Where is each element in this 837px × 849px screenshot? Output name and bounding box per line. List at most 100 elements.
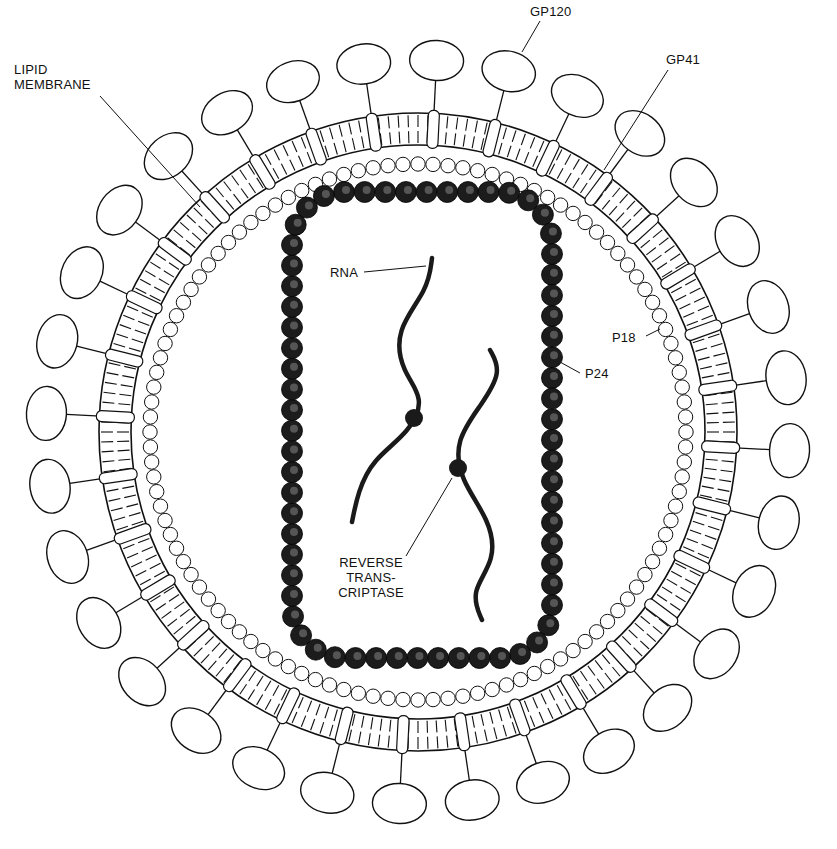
- lipid-tail: [194, 648, 202, 656]
- p18-bead: [672, 365, 686, 379]
- p18-bead: [192, 580, 206, 594]
- gp120-knob: [163, 698, 230, 762]
- lipid-tail: [212, 643, 220, 652]
- p18-bead: [675, 380, 689, 394]
- lipid-tail: [634, 648, 642, 656]
- gp41-bar: [659, 262, 697, 291]
- lipid-tail: [156, 254, 166, 261]
- p18-bead: [337, 682, 351, 696]
- lipid-tail: [548, 708, 553, 719]
- lipid-tail: [490, 712, 493, 724]
- spike-stem: [434, 80, 436, 114]
- p18-bead: [322, 678, 336, 692]
- p24-bead-shade: [290, 487, 298, 495]
- p18-bead: [158, 513, 172, 527]
- lipid-tail: [265, 681, 271, 691]
- lipid-tail: [530, 137, 534, 148]
- p24-bead-shade: [550, 351, 558, 359]
- lipid-tail: [696, 513, 708, 516]
- p24-bead-shade: [290, 321, 298, 329]
- p24-bead: [386, 648, 407, 669]
- lipid-tail: [533, 156, 538, 167]
- lipid-tail: [662, 587, 672, 593]
- lipid-tail: [111, 508, 123, 511]
- gp120-knob: [40, 525, 96, 589]
- gp120-knob: [87, 177, 151, 244]
- p24-bead: [542, 491, 563, 512]
- lipid-tail: [301, 716, 305, 727]
- lipid-tail: [436, 720, 438, 732]
- p24-bead-shade: [290, 260, 298, 268]
- gp120-knob: [606, 101, 673, 165]
- spike-stem: [267, 719, 282, 750]
- gp41-bar: [698, 380, 737, 396]
- p24-bead-shade: [299, 629, 307, 637]
- p18-bead: [411, 693, 425, 707]
- p24-bead: [282, 503, 303, 524]
- p18-bead: [366, 161, 380, 175]
- p24-bead-shade: [457, 652, 465, 660]
- lipid-tail: [117, 431, 129, 432]
- gp120-knob: [706, 208, 768, 275]
- p24-bead: [542, 574, 563, 595]
- p24-bead: [282, 441, 303, 462]
- lipid-tail: [330, 128, 333, 140]
- p18-bead: [553, 652, 567, 666]
- p18-bead: [381, 158, 395, 172]
- p18-bead: [169, 309, 183, 323]
- p24-bead: [282, 523, 303, 544]
- p18-bead: [158, 336, 172, 350]
- lipid-tail: [705, 535, 716, 539]
- gp41-bar: [222, 657, 253, 694]
- p24-bead-shade: [466, 186, 474, 194]
- lipid-tail: [716, 499, 728, 502]
- lipid-tail: [685, 579, 696, 585]
- p24-bead: [542, 285, 563, 306]
- p18-bead: [645, 295, 659, 309]
- p18-bead: [351, 164, 365, 178]
- lipid-tail: [118, 459, 130, 460]
- gp41-bar: [334, 706, 354, 746]
- gp41-bar: [275, 686, 301, 725]
- p24-bead: [469, 648, 490, 669]
- p24-bead-shade: [290, 466, 298, 474]
- p18-bead: [256, 643, 270, 657]
- lipid-tail: [417, 115, 418, 127]
- lipid-tail: [706, 459, 718, 460]
- p18-bead: [201, 592, 215, 606]
- p24-bead-shade: [541, 209, 549, 217]
- p18-bead: [578, 215, 592, 229]
- p24-bead-shade: [550, 517, 558, 525]
- capsid-guide: [292, 192, 552, 658]
- lipid-tail: [565, 154, 571, 165]
- lipid-tail: [702, 486, 714, 488]
- gp120-knob: [740, 275, 796, 339]
- spike-stem: [70, 478, 104, 483]
- p24-bead-shade: [550, 393, 558, 401]
- lipid-tail: [475, 121, 477, 133]
- p18-bead: [244, 215, 258, 229]
- lipid-tail: [186, 616, 195, 624]
- lipid-tail: [696, 348, 708, 351]
- part-label: P18: [612, 330, 636, 345]
- lipid-tail: [456, 117, 458, 129]
- lipid-tail: [706, 404, 718, 405]
- p24-bead: [428, 648, 449, 669]
- gp120-knob: [68, 590, 130, 657]
- p24-bead-shade: [290, 342, 298, 350]
- lipid-tail: [706, 413, 718, 415]
- gp41-bar: [104, 348, 144, 368]
- lipid-tail: [301, 137, 305, 148]
- p18-bead: [337, 167, 351, 181]
- lipid-tail: [102, 461, 114, 462]
- lipid-tail: [390, 132, 391, 144]
- p24-bead: [510, 643, 531, 664]
- p24-bead-shade: [290, 569, 298, 577]
- p24-bead-shade: [507, 187, 515, 195]
- p18-bead: [629, 580, 643, 594]
- gp120-knob: [371, 782, 427, 825]
- lipid-tail: [142, 312, 153, 317]
- lipid-tail: [343, 140, 346, 152]
- gp41-bar: [684, 319, 723, 342]
- rna-strand: [352, 258, 432, 522]
